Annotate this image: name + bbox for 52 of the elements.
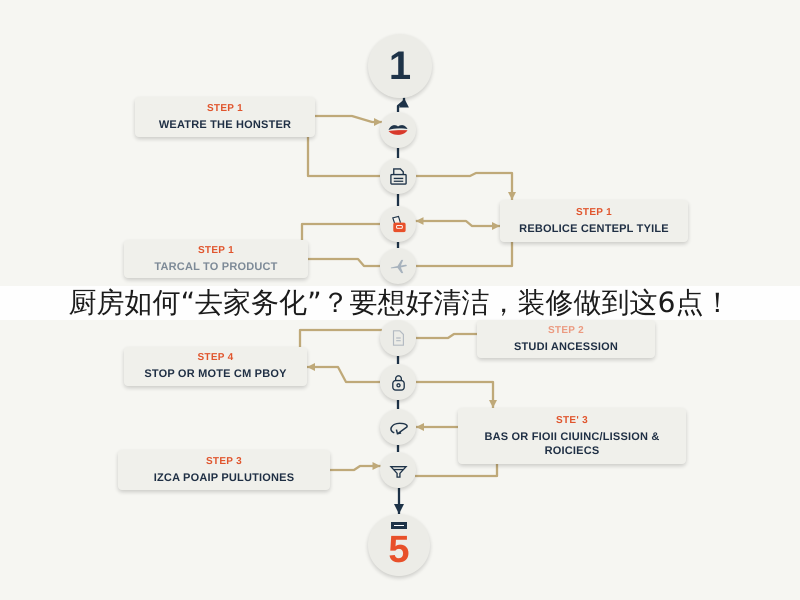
step-circle xyxy=(380,452,416,488)
step-title: REBOLICE CENTEPL TYILE xyxy=(519,222,669,236)
connector xyxy=(396,194,400,206)
step-box xyxy=(500,200,688,242)
connector xyxy=(300,222,380,240)
step-label: STEP 4 xyxy=(197,352,234,364)
step-title: IZCA POAIP PULUTIONES xyxy=(154,470,294,484)
arrow xyxy=(396,98,409,112)
step-title: STUDI ANCESSION xyxy=(514,340,618,354)
arrow xyxy=(330,462,380,472)
step-title: WEATRE THE HONSTER xyxy=(158,118,292,132)
step-circle xyxy=(380,364,416,400)
connector xyxy=(416,242,514,268)
step-circle xyxy=(380,206,416,242)
step-circle xyxy=(380,158,416,194)
step-title: TARCAL TO PRODUCT xyxy=(154,260,278,274)
step-circle xyxy=(380,409,416,445)
step-label: STEP 1 xyxy=(198,244,234,256)
arrow xyxy=(416,172,516,200)
number-circle xyxy=(368,34,432,98)
connector xyxy=(308,258,380,268)
step-box xyxy=(458,408,686,464)
step-label: STEP 1 xyxy=(576,206,612,218)
title-banner: 厨房如何“去家务化”？要想好清洁，装修做到这6点！ xyxy=(0,286,800,320)
arrow xyxy=(416,380,497,408)
step-title: BAS OR FIOII CIUINC/LISSION & ROICIECS xyxy=(483,430,661,458)
connector xyxy=(396,148,400,158)
connector xyxy=(416,332,477,340)
step-label: STEP 1 xyxy=(206,102,244,114)
step-box xyxy=(124,347,307,386)
arrow xyxy=(307,363,380,384)
step-box xyxy=(135,97,315,137)
step-box xyxy=(477,320,655,358)
arrow xyxy=(416,217,500,230)
arrow xyxy=(416,423,458,431)
step-box xyxy=(118,450,330,490)
number-circle xyxy=(368,514,430,576)
step-box xyxy=(124,240,308,278)
step-title: STOP OR MOTE CM PBOY xyxy=(144,367,287,381)
connector xyxy=(298,328,382,347)
step-number: 5 xyxy=(388,530,410,568)
step-circle xyxy=(380,112,416,148)
step-label: STEP 2 xyxy=(548,324,584,336)
arrow xyxy=(394,488,404,514)
arrow xyxy=(315,114,382,126)
step-number: 1 xyxy=(388,46,412,86)
step-circle xyxy=(380,320,416,356)
step-label: STE' 3 xyxy=(556,414,588,426)
step-label: STEP 3 xyxy=(206,456,242,468)
connector xyxy=(306,137,380,178)
step-circle xyxy=(380,248,416,284)
connector xyxy=(415,464,498,478)
